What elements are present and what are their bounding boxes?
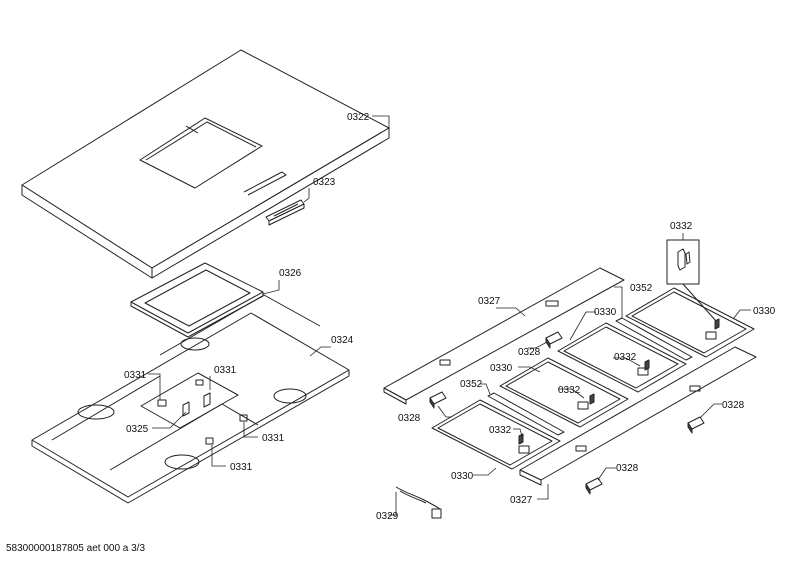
label-0328-a: 0328: [518, 347, 541, 358]
label-0331-d: 0331: [230, 462, 253, 473]
latch-0332-d[interactable]: [714, 318, 720, 330]
label-0352-a: 0352: [460, 379, 483, 390]
label-0332-detail: 0332: [670, 221, 693, 232]
label-0328-d: 0328: [616, 463, 639, 474]
label-0323: 0323: [313, 177, 336, 188]
label-0332-a: 0332: [489, 425, 512, 436]
clip-0328-a[interactable]: [545, 331, 563, 349]
label-0330-d: 0330: [753, 306, 776, 317]
label-0332-c: 0332: [614, 352, 637, 363]
filter-panel-0330-b[interactable]: [499, 357, 629, 428]
label-0328-c: 0328: [722, 400, 745, 411]
spacer-bar-0352-a[interactable]: [487, 392, 565, 436]
label-0327-upper: 0327: [478, 296, 501, 307]
label-0329: 0329: [376, 511, 399, 522]
leader-lines: [148, 115, 751, 516]
label-0325: 0325: [126, 424, 149, 435]
part-labels: 0322 0323 0326 0324 0331 0331 0325 0331 …: [124, 112, 776, 522]
cable-0329[interactable]: [395, 486, 442, 519]
label-0352-b: 0352: [630, 283, 653, 294]
frame-gasket-0326[interactable]: [130, 262, 264, 338]
label-0326: 0326: [279, 268, 302, 279]
label-0331-c: 0331: [262, 433, 285, 444]
filter-panel-0330-c[interactable]: [557, 322, 687, 393]
filter-panel-0330-a[interactable]: [431, 399, 561, 470]
label-0330-c: 0330: [594, 307, 617, 318]
base-plate-0324[interactable]: [31, 294, 350, 504]
label-0330-a: 0330: [451, 471, 474, 482]
label-0332-b: 0332: [558, 385, 581, 396]
clip-0328-b[interactable]: [429, 391, 447, 409]
clip-0328-c[interactable]: [687, 416, 705, 434]
document-number: 58300000187805 aet 000 a 3/3: [6, 543, 146, 554]
filter-panel-0330-d[interactable]: [625, 287, 755, 358]
latch-0332-b[interactable]: [589, 393, 595, 405]
spacer-bar-0352-b[interactable]: [615, 317, 693, 361]
latch-0332-a[interactable]: [518, 433, 524, 445]
clip-0328-d[interactable]: [585, 477, 603, 495]
label-0322: 0322: [347, 112, 370, 123]
rail-upper-0327[interactable]: [383, 267, 625, 405]
connector-strip-0323[interactable]: [265, 199, 305, 226]
label-0328-b: 0328: [398, 413, 421, 424]
rail-lower-0327[interactable]: [519, 346, 757, 486]
cover-panel-0322[interactable]: [21, 49, 390, 279]
label-0331-a: 0331: [124, 370, 147, 381]
label-0331-b: 0331: [214, 365, 237, 376]
label-0330-b: 0330: [490, 363, 513, 374]
label-0327-lower: 0327: [510, 495, 533, 506]
latch-0332-c[interactable]: [644, 359, 650, 371]
label-0324: 0324: [331, 335, 354, 346]
